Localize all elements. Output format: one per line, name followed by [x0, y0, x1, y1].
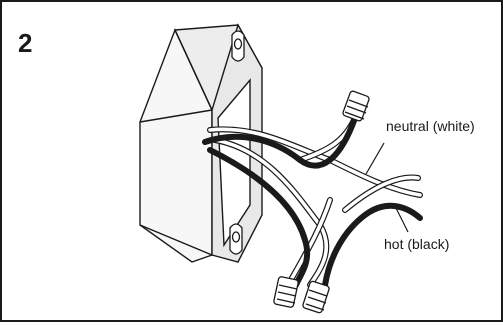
- neutral-wire-label: neutral (white): [386, 118, 475, 134]
- hot-leader-line: [395, 207, 409, 233]
- wire-connector-bottom-right: [302, 280, 330, 314]
- electrical-box: [139, 23, 263, 263]
- wire-connector-top: [342, 90, 370, 122]
- wires: [202, 115, 423, 288]
- wire-connector-bottom-left: [273, 276, 299, 308]
- step-number: 2: [18, 28, 32, 58]
- hot-wire-label: hot (black): [384, 236, 449, 252]
- mounting-screw-icon: [229, 30, 245, 255]
- neutral-leader-line: [365, 142, 385, 175]
